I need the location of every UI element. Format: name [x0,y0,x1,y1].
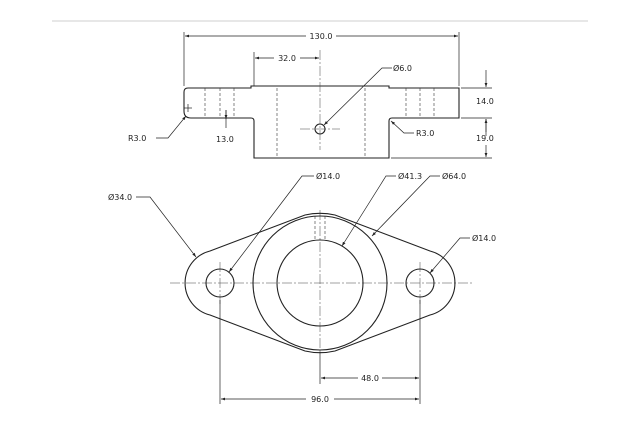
dim-hole-small: Ø6.0 [393,63,412,73]
boss-outer-circle [252,215,388,351]
leader-hole-small [323,67,392,126]
bore-circle [276,239,364,327]
dim-bore: Ø41.3 [398,171,422,181]
dim-overall-width: 130.0 [310,32,333,41]
leader-boss-od [371,175,440,237]
leader-bore [341,175,396,247]
dim-left-fillet: R3.0 [128,134,146,143]
dim-right-fillet: R3.0 [416,129,434,138]
dim-half-span: 48.0 [361,374,379,383]
dim-boss-offset: 32.0 [278,54,296,63]
dim-flange-thickness: 14.0 [476,97,494,106]
bolt-hole-left [205,268,235,298]
leader-bolt-hole-right [429,237,470,274]
dim-bolt-hole-right: Ø14.0 [472,233,496,243]
flange-outline [184,212,456,354]
front-view-outline [183,85,460,159]
leader-bolt-hole-left [228,175,314,273]
dim-flange-height: 13.0 [216,135,234,144]
leader-right-fillet [390,120,414,134]
bolt-hole-right [405,268,435,298]
leader-left-fillet [156,115,187,139]
top-view: Ø14.0 Ø41.3 Ø64.0 Ø34.0 Ø14.0 48.0 96.0 [108,171,496,404]
dim-boss-od: Ø64.0 [442,171,466,181]
front-view: 130.0 32.0 Ø6.0 14.0 19.0 R3.0 R3.0 13.0 [128,32,494,159]
dim-boss-height: 19.0 [476,134,494,143]
dim-full-span: 96.0 [311,395,329,404]
leader-lobe [136,196,197,258]
dim-lobe-dia: Ø34.0 [108,192,132,202]
dim-bolt-hole-left: Ø14.0 [316,171,340,181]
